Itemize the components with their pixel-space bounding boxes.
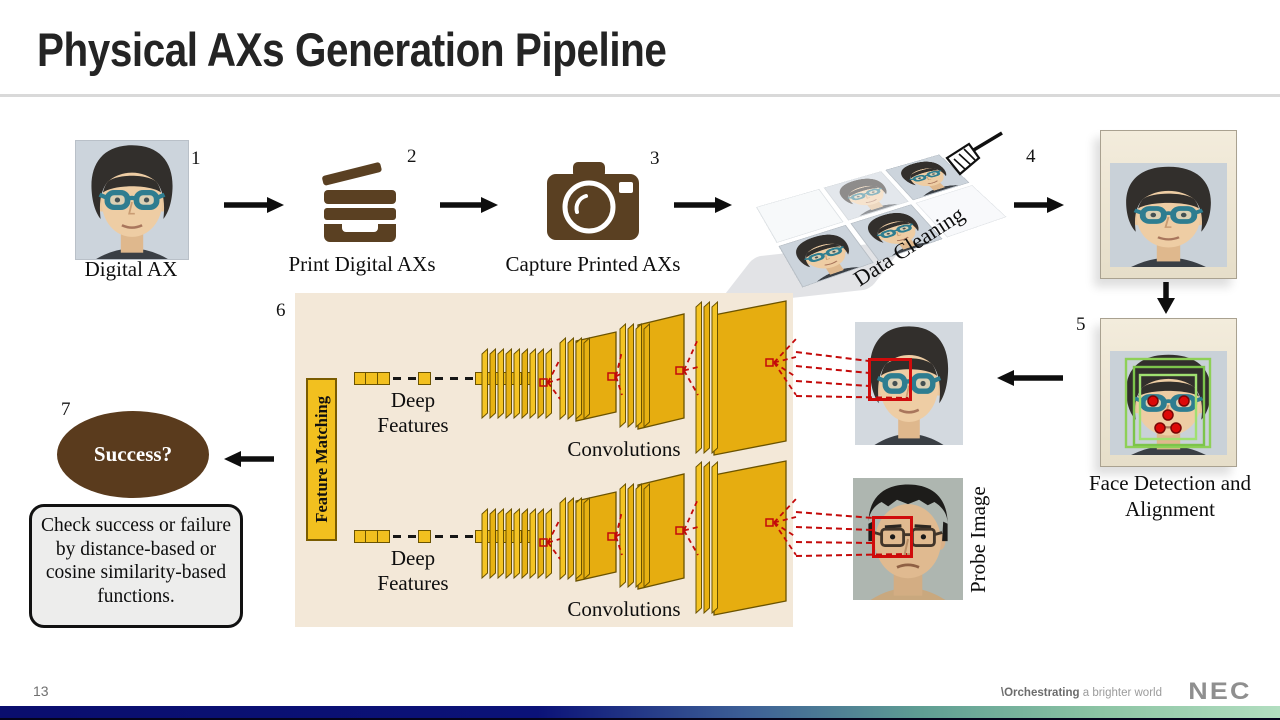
step-number-3: 3 — [650, 148, 660, 169]
arrow-down-to-detection — [1157, 282, 1175, 314]
probe-roi-box — [872, 516, 913, 558]
footer-bottom-edge — [0, 718, 1280, 720]
camera-icon — [547, 162, 639, 240]
deep-features-label-1: Deep Features — [377, 388, 449, 437]
broom-icon — [945, 131, 1003, 176]
arrow-step4-to-step5 — [1014, 197, 1064, 213]
arrow-step2-to-step3 — [440, 197, 498, 213]
capture-label: Capture Printed AXs — [505, 252, 681, 276]
arrow-panel-to-success — [224, 451, 274, 467]
footer-gradient-bar — [0, 706, 1280, 718]
tagline-rest: a brighter world — [1079, 687, 1162, 699]
arrow-step3-to-step4 — [674, 197, 732, 213]
face-detection-label: Face Detection and Alignment — [1088, 471, 1252, 521]
feature-matching-box: Feature Matching — [306, 378, 337, 541]
probe-image-photo — [853, 478, 963, 600]
step-number-5: 5 — [1076, 314, 1086, 335]
aligned-face-photo — [855, 322, 963, 445]
tagline-mark: \Orchestrating — [1000, 687, 1080, 699]
conv-stack-row-1 — [481, 300, 797, 456]
arrow-detection-to-aligned — [997, 370, 1063, 386]
page-number: 13 — [33, 683, 49, 699]
step-number-4: 4 — [1026, 146, 1036, 167]
step-number-2: 2 — [407, 146, 417, 167]
aligned-face-roi-box — [868, 358, 912, 401]
print-label: Print Digital AXs — [288, 252, 436, 276]
step-number-7: 7 — [61, 399, 71, 420]
face-detection-photo — [1100, 318, 1237, 467]
conv-stack-row-2 — [481, 460, 797, 616]
convolutions-label-2: Convolutions — [567, 597, 681, 621]
printer-icon — [322, 162, 396, 242]
page-title: Physical AXs Generation Pipeline — [37, 23, 667, 76]
step-number-6: 6 — [276, 300, 286, 321]
step-number-1: 1 — [191, 148, 201, 169]
digital-ax-label: Digital AX — [84, 257, 178, 281]
convolutions-label-1: Convolutions — [567, 437, 681, 461]
ax-face-illustration — [76, 141, 188, 259]
nec-logo: NEC — [1188, 678, 1252, 705]
probe-image-label: Probe Image — [966, 486, 990, 594]
title-divider — [0, 94, 1280, 97]
success-label: Success? — [93, 442, 173, 466]
nec-tagline: \Orchestrating a brighter world — [1001, 687, 1162, 699]
arrow-step1-to-step2 — [224, 197, 284, 213]
digital-ax-photo — [75, 140, 189, 260]
deep-features-label-2: Deep Features — [377, 546, 449, 595]
success-ellipse: Success? — [57, 411, 209, 498]
captured-print-photo — [1100, 130, 1237, 279]
feature-matching-label: Feature Matching — [311, 396, 331, 523]
detection-overlay — [1124, 357, 1212, 449]
success-check-note: Check success or failure by distance-bas… — [29, 504, 243, 628]
